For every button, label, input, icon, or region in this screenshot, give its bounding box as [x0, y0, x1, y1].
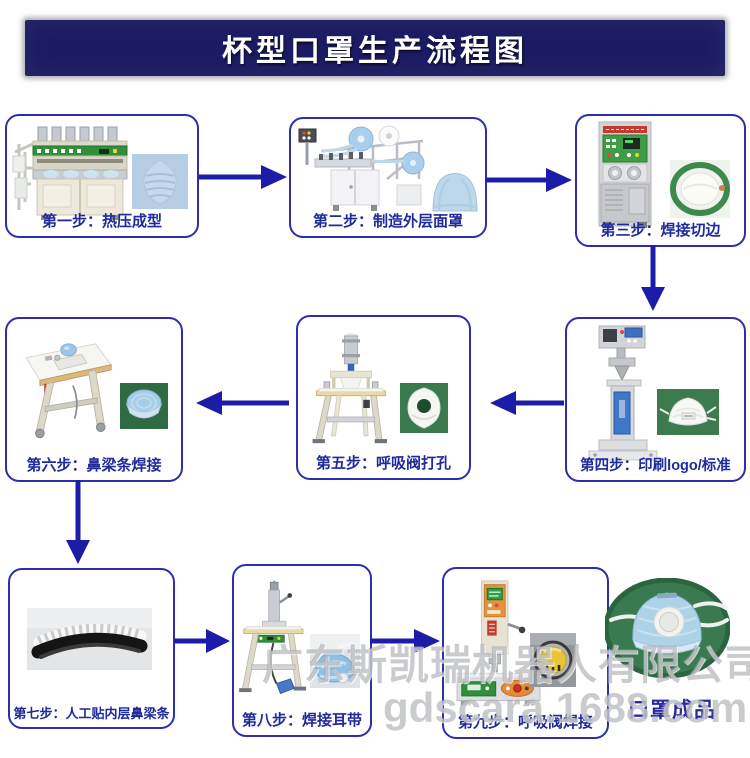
- step3-product-image: [670, 160, 730, 218]
- step3-label: 第三步：焊接切边: [600, 222, 721, 239]
- page-title: 杯型口罩生产流程图: [222, 35, 528, 68]
- arrow-step1-to-step2: [199, 165, 287, 189]
- step5-label: 第五步：呼吸阀打孔: [315, 455, 451, 472]
- arrow-step7-to-step8: [174, 629, 230, 653]
- step9-label: 第九步：呼吸阀焊接: [457, 714, 593, 731]
- step5-product-image: [400, 383, 448, 433]
- step2-label: 第二步：制造外层面罩: [312, 213, 463, 230]
- step6-machine-image: [25, 343, 112, 439]
- step-box-7: 第七步：人工贴内层鼻梁条: [8, 568, 175, 729]
- step7-label: 第七步：人工贴内层鼻梁条: [13, 706, 170, 721]
- step-box-6: 第六步：鼻梁条焊接: [5, 317, 183, 482]
- step-box-9: 第九步：呼吸阀焊接: [442, 567, 609, 739]
- finished-mask-image: [603, 577, 731, 680]
- step5-box: 第五步：呼吸阀打孔: [296, 315, 471, 480]
- step7-product-image: [27, 608, 152, 670]
- step1-machine-image: [12, 126, 128, 220]
- arrow-step3-to-step4: [641, 245, 665, 311]
- step8-machine-image: [239, 580, 307, 695]
- finished-mask-label: 口罩成品: [628, 699, 716, 722]
- step1-label: 第一步：热压成型: [41, 213, 162, 230]
- arrow-step6-to-step7: [66, 480, 90, 564]
- step6-product-image: [120, 383, 168, 429]
- step-box-1: 第一步：热压成型: [5, 114, 199, 238]
- step1-product-image: [132, 154, 188, 209]
- arrow-step5-to-step6: [196, 391, 289, 415]
- step8-product-image: [310, 634, 360, 688]
- title-banner: 杯型口罩生产流程图: [25, 20, 725, 76]
- step2-product-image: [432, 173, 478, 212]
- step4-label: 第四步：印刷logo/标准: [580, 458, 731, 474]
- step-box-3: 第三步：焊接切边: [575, 114, 746, 247]
- step2-machine-image: [298, 125, 425, 211]
- step-box-8: 第八步：焊接耳带: [232, 564, 372, 737]
- step6-label: 第六步：鼻梁条焊接: [26, 457, 162, 474]
- step4-product-image: [657, 389, 719, 435]
- step5-machine-image: [312, 333, 387, 444]
- step9-machine-image: [456, 580, 541, 706]
- step3-machine-image: [598, 121, 652, 228]
- step8-label: 第八步：焊接耳带: [241, 712, 362, 729]
- step4-machine-image: [588, 325, 658, 461]
- arrow-step8-to-step9: [370, 629, 440, 653]
- step9-product-image: [530, 633, 576, 687]
- arrow-step4-to-step5: [490, 391, 564, 415]
- step-box-4: 第四步：印刷logo/标准: [565, 317, 746, 482]
- step-box-2: 第二步：制造外层面罩: [289, 117, 487, 238]
- arrow-step2-to-step3: [486, 168, 572, 192]
